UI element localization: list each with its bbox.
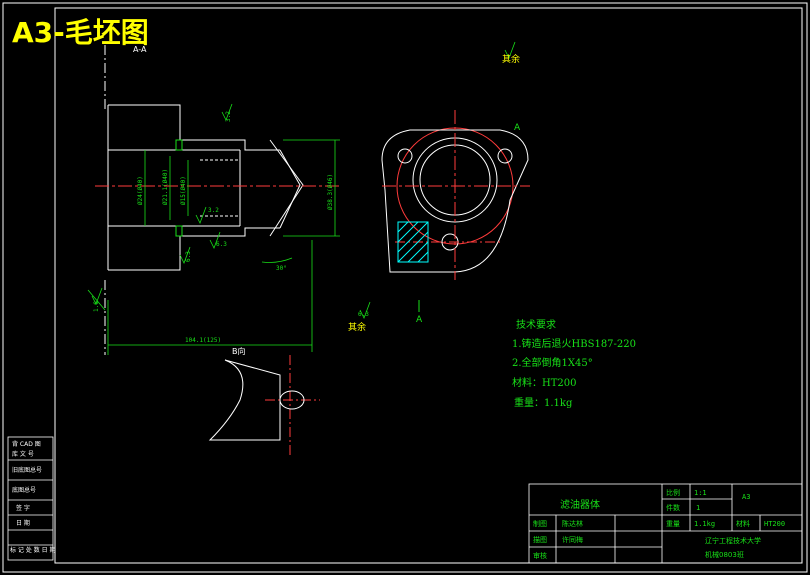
dim-d3: Ø15(Ø40) bbox=[180, 176, 187, 205]
front-view bbox=[381, 110, 530, 280]
check-label: 描图 bbox=[533, 535, 547, 544]
weight-value: 1.1kg bbox=[694, 520, 715, 528]
tech-item-1: 1.铸造后退火HBS187-220 bbox=[512, 337, 636, 350]
left-strip-row: 标 记 处 数 日 期 bbox=[10, 546, 56, 554]
left-strip-table bbox=[7, 436, 54, 561]
dimension-texts: Ø24(Ø40) Ø21.1(Ø40) Ø15(Ø40) Ø38.3(Ø46) … bbox=[137, 169, 334, 344]
review-label: 审核 bbox=[533, 551, 547, 560]
left-strip-row: 日 期 bbox=[16, 519, 30, 527]
view-a-arrow-label: A bbox=[416, 315, 423, 325]
part-name: 滤油器体 bbox=[560, 498, 600, 511]
sheet-title: A3-毛坯图 bbox=[12, 16, 149, 49]
ra-4: 6.3 bbox=[185, 251, 192, 262]
left-strip-row: 签 字 bbox=[16, 504, 30, 512]
dim-d1: Ø24(Ø40) bbox=[137, 176, 144, 205]
ra-3: 6.3 bbox=[216, 241, 227, 248]
drawn-name: 陈达林 bbox=[562, 519, 583, 528]
left-strip-text: 背 CAD 图 库 文 号 旧底图总号 底图总号 签 字 日 期 标 记 处 数… bbox=[10, 440, 56, 554]
roughness-marks bbox=[91, 41, 516, 319]
view-b-label: B向 bbox=[232, 346, 246, 356]
tech-item-3: 材料：HT200 bbox=[512, 376, 576, 389]
section-aa-label: A-A bbox=[133, 45, 147, 54]
title-block-text: 滤油器体 比例 1:1 件数 1 A3 制图 陈达林 重量 1.1kg 材料 H… bbox=[533, 488, 785, 560]
check-name: 许同梅 bbox=[562, 535, 583, 544]
dim-angle: 30° bbox=[276, 265, 287, 272]
ra-2: 3.2 bbox=[208, 207, 219, 214]
roughness-values: 3.2 3.2 6.3 6.3 1.6 6.3 bbox=[93, 111, 369, 318]
scale-label: 比例 bbox=[666, 488, 680, 497]
left-strip-row: 底图总号 bbox=[12, 486, 36, 494]
left-strip-row: 库 文 号 bbox=[12, 450, 34, 458]
roughness-rest-top: 其余 bbox=[502, 53, 520, 65]
view-a-rotated: A bbox=[514, 123, 521, 133]
dimension-lines bbox=[87, 139, 340, 355]
ra-6: 6.3 bbox=[358, 311, 369, 318]
drawn-label: 制图 bbox=[533, 519, 547, 528]
dim-d4: Ø38.3(Ø46) bbox=[327, 174, 334, 210]
school-name: 辽宁工程技术大学 bbox=[705, 536, 761, 545]
roughness-rest-bottom: 其余 bbox=[348, 321, 366, 333]
scale-value: 1:1 bbox=[694, 489, 707, 497]
tech-heading: 技术要求 bbox=[516, 318, 556, 331]
dim-d2: Ø21.1(Ø40) bbox=[162, 169, 169, 205]
left-strip-row: 背 CAD 图 bbox=[12, 440, 41, 448]
qty-label: 件数 bbox=[666, 503, 680, 512]
weight-label: 重量 bbox=[666, 520, 680, 528]
material-value: HT200 bbox=[764, 520, 785, 528]
title-block bbox=[528, 483, 803, 564]
ra-1: 3.2 bbox=[225, 111, 232, 122]
ra-5: 1.6 bbox=[93, 301, 100, 312]
tech-item-2: 2.全部倒角1X45° bbox=[512, 356, 593, 369]
material-label: 材料 bbox=[736, 519, 750, 528]
tech-requirements: 技术要求 1.铸造后退火HBS187-220 2.全部倒角1X45° 材料：HT… bbox=[512, 318, 636, 409]
sheet-size: A3 bbox=[742, 493, 750, 501]
tech-item-4: 重量：1.1kg bbox=[514, 396, 573, 409]
dim-length: 104.1(125) bbox=[185, 337, 221, 344]
class-code: 机械0803班 bbox=[705, 550, 744, 559]
left-strip-row: 旧底图总号 bbox=[12, 466, 42, 474]
qty-value: 1 bbox=[696, 504, 700, 512]
b-view bbox=[208, 355, 320, 455]
inner-frame bbox=[54, 7, 803, 564]
section-aa-view: A-A bbox=[95, 45, 340, 355]
